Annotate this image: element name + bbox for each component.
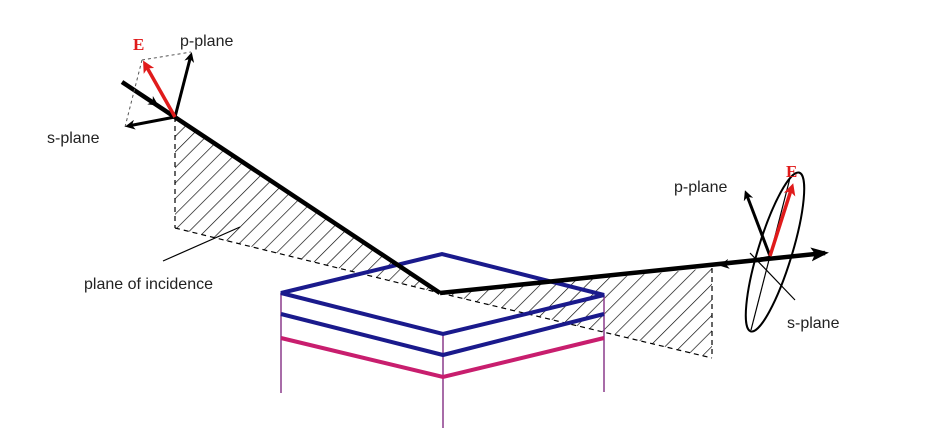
polarization-ellipse	[744, 171, 806, 333]
p-component-arrow	[173, 52, 195, 118]
s-component-arrow	[125, 115, 176, 130]
incident-p-plane-label: p-plane	[180, 33, 233, 50]
incident-s-plane-label: s-plane	[47, 130, 100, 147]
incident-e-label: E	[133, 35, 144, 54]
incident-polarization	[124, 51, 195, 130]
sample-stack	[280, 251, 605, 428]
plane-of-incidence-leader	[162, 226, 241, 262]
plane-of-incidence-label: plane of incidence	[84, 276, 213, 293]
p-component-arrow-reflected	[743, 190, 772, 257]
e-field-arrow	[143, 60, 177, 118]
reflected-s-plane-label: s-plane	[787, 315, 840, 332]
incident-beam	[120, 80, 442, 295]
reflected-e-label: E	[786, 162, 797, 181]
incident-beam-arrow	[129, 85, 159, 106]
plane-of-incidence-right	[439, 268, 713, 359]
film-interface	[280, 312, 605, 358]
top-film-surface	[280, 251, 605, 337]
s-component-arrow-reflected	[719, 255, 771, 269]
substrate-interface	[280, 336, 605, 380]
e-field-arrow-reflected	[768, 183, 796, 257]
reflected-p-plane-label: p-plane	[674, 179, 727, 196]
reflected-polarization	[719, 171, 806, 333]
